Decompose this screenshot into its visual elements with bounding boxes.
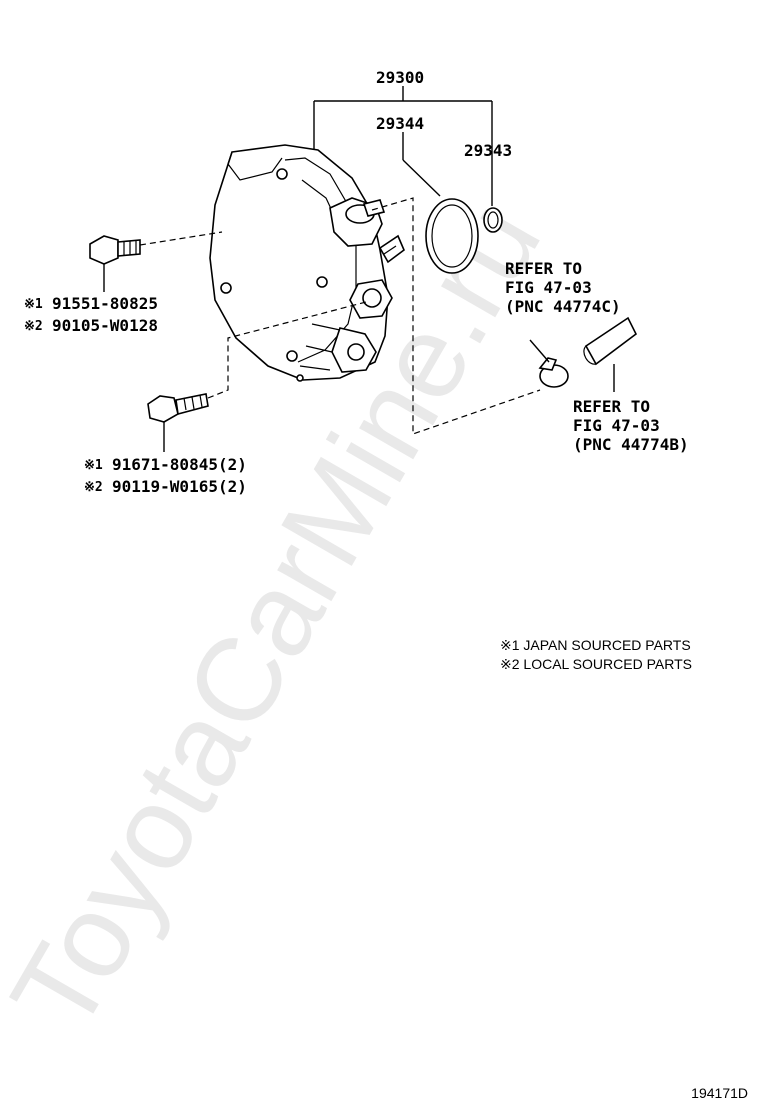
o-ring-large bbox=[425, 198, 479, 274]
vacuum-pump bbox=[209, 144, 405, 382]
legend-local: ※2 LOCAL SOURCED PARTS bbox=[500, 656, 692, 672]
label-29343: 29343 bbox=[464, 141, 512, 160]
assembly-leader bbox=[313, 86, 493, 206]
refer-hose-line1: REFER TO bbox=[573, 397, 650, 416]
vacuum-hose bbox=[583, 316, 638, 392]
refer-clamp-line3: (PNC 44774C) bbox=[505, 297, 621, 316]
refer-hose-line3: (PNC 44774B) bbox=[573, 435, 689, 454]
refer-clamp-line2: FIG 47-03 bbox=[505, 278, 592, 297]
label-29344: 29344 bbox=[376, 114, 424, 133]
upper-bolt-mark1: ※1 bbox=[24, 297, 43, 312]
upper-bolt-mark2: ※2 bbox=[24, 319, 43, 334]
figure-number: 194171D bbox=[691, 1085, 748, 1101]
assembly-dashed-lines bbox=[139, 197, 541, 435]
upper-bolt bbox=[89, 235, 141, 292]
lower-bolt bbox=[147, 393, 209, 452]
lower-bolt-part1: 91671-80845(2) bbox=[112, 455, 247, 474]
hose-clamp bbox=[529, 339, 569, 388]
upper-bolt-part1: 91551-80825 bbox=[52, 294, 158, 313]
label-29300: 29300 bbox=[376, 68, 424, 87]
o-ring-small bbox=[483, 207, 503, 233]
lower-bolt-mark2: ※2 bbox=[84, 480, 103, 495]
refer-clamp-line1: REFER TO bbox=[505, 259, 582, 278]
refer-hose-line2: FIG 47-03 bbox=[573, 416, 660, 435]
upper-bolt-part2: 90105-W0128 bbox=[52, 316, 158, 335]
legend-japan: ※1 JAPAN SOURCED PARTS bbox=[500, 637, 691, 653]
lower-bolt-mark1: ※1 bbox=[84, 458, 103, 473]
lower-bolt-part2: 90119-W0165(2) bbox=[112, 477, 247, 496]
